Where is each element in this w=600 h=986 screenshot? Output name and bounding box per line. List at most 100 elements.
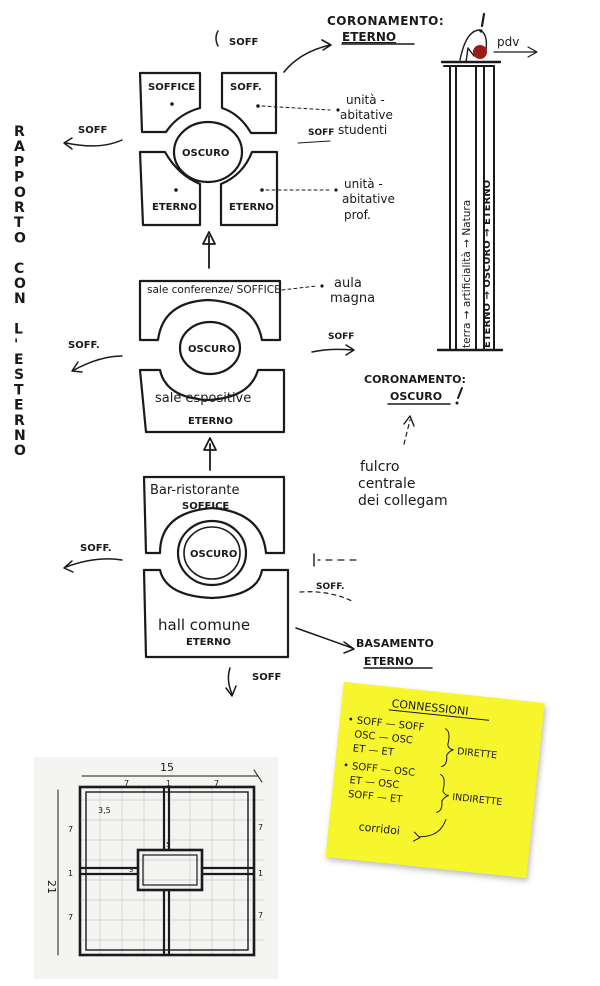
pdv-label: pdv xyxy=(497,35,519,49)
plan-sub-left: 3,5 xyxy=(98,806,111,815)
side-letter: ' xyxy=(14,337,18,353)
plan-bay-top-left: 7 xyxy=(124,779,129,788)
basamento-value: ETERNO xyxy=(364,655,414,668)
room-top-left xyxy=(138,71,202,134)
plan-bay-right-bottom: 7 xyxy=(258,911,263,920)
room-hall xyxy=(142,568,290,659)
sticky-line-6: SOFF — ET xyxy=(347,789,403,806)
coronamento-mid-label: CORONAMENTO: xyxy=(364,373,466,386)
section-label-1: terra → artificialità → Natura xyxy=(461,200,473,348)
sticky-note-connessioni: CONNESSIONI • SOFF — SOFF OSC — OSC ET —… xyxy=(325,681,545,879)
core-middle xyxy=(178,320,242,376)
room-exhibition xyxy=(138,368,286,434)
core-middle-label: OSCURO xyxy=(188,344,235,355)
sticky-direct: DIRETTE xyxy=(457,746,498,761)
side-letter: R xyxy=(14,200,25,216)
room-hall-label: hall comune xyxy=(158,616,250,634)
soff-left-mid-arrow xyxy=(73,355,123,371)
note-students-2: abitative xyxy=(340,108,393,122)
section-label-2: ETERNO → OSCURO → ETERNO xyxy=(482,180,493,348)
room-bar-quality: SOFFICE xyxy=(182,501,229,512)
side-letter: O xyxy=(14,185,26,201)
room-bottom-left xyxy=(138,150,202,227)
room-top-right-label: SOFF. xyxy=(230,82,262,93)
fulcro-line-1: fulcro xyxy=(360,459,399,475)
side-letter: L xyxy=(14,322,23,338)
room-exhibition-quality: ETERNO xyxy=(188,416,233,427)
room-bottom-right xyxy=(219,150,279,227)
soff-right-bottom-label: SOFF. xyxy=(316,582,345,592)
soff-left-bottom-label: SOFF. xyxy=(80,543,112,554)
note-students-1: unità - xyxy=(346,93,385,107)
floor-plan: 15 21 7 1 7 7 1 7 7 1 7 3,5 5 3 xyxy=(34,757,278,979)
block-top: SOFFICE SOFF. OSCURO ETERNO ETERNO xyxy=(138,71,279,227)
core-top-label: OSCURO xyxy=(182,148,229,159)
core-bottom-inner xyxy=(183,526,241,580)
soff-left-top-label: SOFF xyxy=(78,125,107,136)
room-bar-label: Bar-ristorante xyxy=(150,483,240,498)
soff-left-mid-label: SOFF. xyxy=(68,340,100,351)
plan-bay-left-bottom: 7 xyxy=(68,913,73,922)
exclamation-mid xyxy=(457,387,463,399)
side-letter: R xyxy=(14,413,25,429)
plan-bay-top-mid: 1 xyxy=(166,779,171,788)
sticky-line-3: ET — ET xyxy=(352,743,395,758)
soff-below-arrow xyxy=(227,667,233,695)
soff-left-top-arrow xyxy=(65,139,123,147)
side-letter: E xyxy=(14,352,24,368)
room-bottom-right-label: ETERNO xyxy=(229,202,274,213)
room-top-left-label: SOFFICE xyxy=(148,82,195,93)
note-prof-1: unità - xyxy=(344,177,383,191)
section-drawing: pdv terra → artificialità → Natura ETERN… xyxy=(436,12,538,352)
sticky-indirect: INDIRETTE xyxy=(452,792,503,808)
room-exhibition-label: sale espositive xyxy=(155,391,251,406)
leader-aula xyxy=(281,285,317,291)
side-letter: S xyxy=(14,367,24,383)
side-letter: P xyxy=(14,154,24,170)
fulcro-line-3: dei collegam xyxy=(358,493,448,509)
basamento-label: BASAMENTO xyxy=(356,637,434,650)
coronamento-mid-value: OSCURO xyxy=(390,390,442,403)
room-hall-quality: ETERNO xyxy=(186,637,231,648)
room-conference-label: sale conferenze/ SOFFICE xyxy=(147,284,281,296)
side-letter: O xyxy=(14,276,26,292)
side-letter: C xyxy=(14,261,24,277)
side-letter: R xyxy=(14,124,25,140)
soff-right-mid-label: SOFF xyxy=(328,332,354,342)
note-aula-2: magna xyxy=(330,291,375,306)
side-letter: P xyxy=(14,170,24,186)
soff-top-label: SOFF xyxy=(229,37,258,48)
note-prof-2: abitative xyxy=(342,192,395,206)
coronamento-top-value: ETERNO xyxy=(342,30,396,44)
core-top xyxy=(172,120,244,184)
coronamento-top-label: CORONAMENTO: xyxy=(327,14,444,28)
plan-inner-mid: 3 xyxy=(129,866,133,874)
brace-direct xyxy=(440,728,454,768)
sticky-line-5: ET — OSC xyxy=(349,775,400,791)
plan-total-height: 21 xyxy=(45,880,58,894)
pdv-dot xyxy=(473,45,487,59)
room-top-right xyxy=(220,71,278,135)
arrow-coronamento-top xyxy=(283,44,331,73)
plan-inner-small: 5 xyxy=(166,841,170,849)
block-bottom: Bar-ristorante SOFFICE OSCURO hall comun… xyxy=(142,475,290,659)
note-prof-3: prof. xyxy=(344,208,371,222)
block-middle: sale conferenze/ SOFFICE OSCURO sale esp… xyxy=(138,279,286,434)
fulcro-line-2: centrale xyxy=(358,476,416,492)
side-letter: T xyxy=(14,215,24,231)
sticky-footer: corridoi xyxy=(358,820,401,837)
side-letter: O xyxy=(14,443,26,459)
sticky-title: CONNESSIONI xyxy=(391,697,469,718)
plan-bay-left-mid: 1 xyxy=(68,869,73,878)
note-aula-1: aula xyxy=(334,276,362,291)
exclamation-top xyxy=(480,12,486,28)
room-conference xyxy=(138,279,282,342)
side-letter: N xyxy=(14,291,26,307)
plan-bay-top-right: 7 xyxy=(214,779,219,788)
side-letter: T xyxy=(14,382,24,398)
soff-right-mid-arrow xyxy=(311,348,353,353)
note-students-3: studenti xyxy=(338,123,387,137)
soff-right-bottom-arrow xyxy=(299,591,355,603)
plan-total-width: 15 xyxy=(160,761,174,774)
